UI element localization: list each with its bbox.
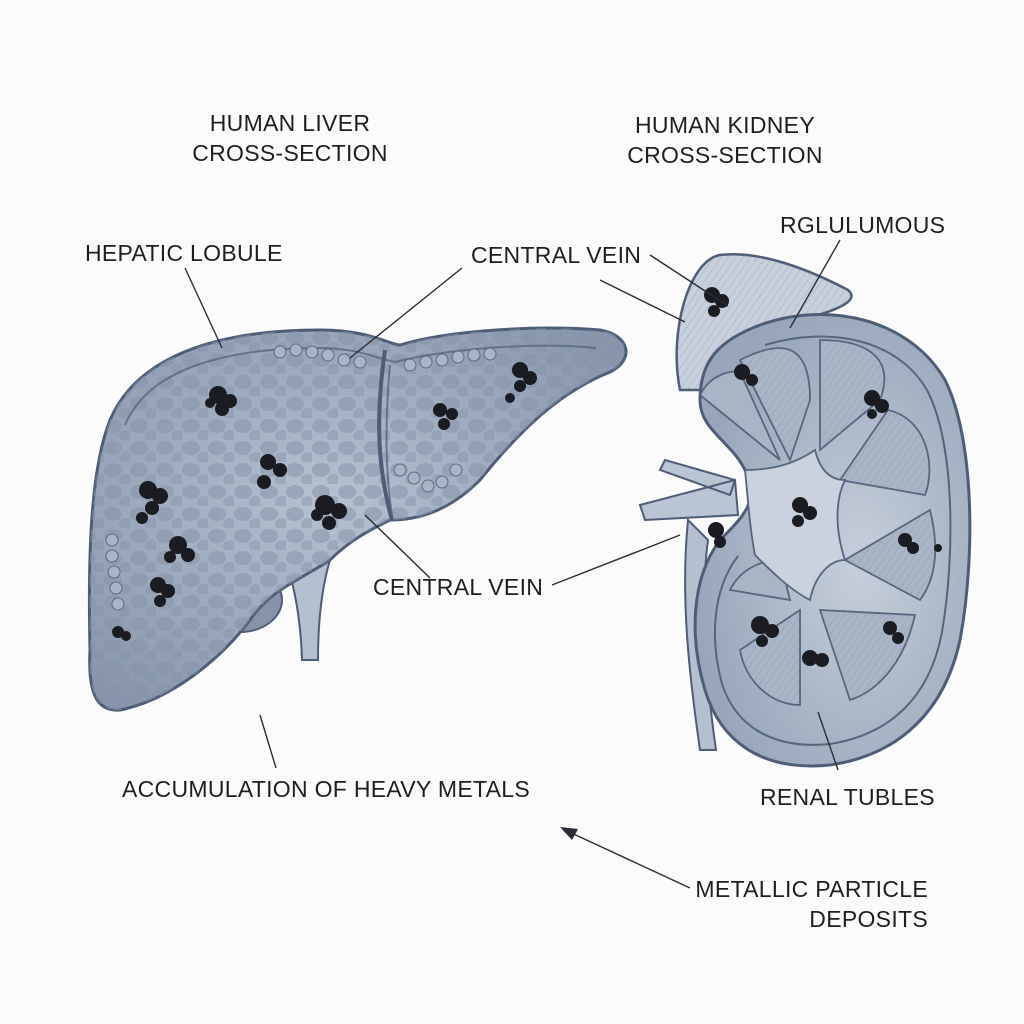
label-metallic-line2: DEPOSITS	[809, 906, 928, 932]
deposit	[205, 386, 237, 416]
leader-central-vein-top-kidney1	[649, 254, 729, 307]
kidney-title-line2: CROSS-SECTION	[627, 142, 823, 168]
liver-capsule-line	[124, 344, 597, 516]
edge-cells	[105, 343, 497, 611]
label-hepatic-lobule: HEPATIC LOBULE	[85, 240, 283, 266]
leader-lines	[184, 239, 841, 889]
deposit	[505, 393, 515, 403]
label-central-vein-top: CENTRAL VEIN	[471, 242, 642, 268]
label-renal-tubles: RENAL TUBLES	[760, 784, 935, 810]
deposit	[734, 364, 758, 386]
liver-cell-texture	[89, 328, 627, 711]
leader-central-vein-mid-liver	[364, 514, 431, 579]
deposit	[257, 454, 287, 489]
deposit	[864, 390, 889, 419]
leader-rglulumous	[789, 239, 841, 329]
leader-central-vein-top-kidney2	[599, 279, 686, 323]
deposit	[112, 626, 131, 641]
deposit	[751, 616, 779, 647]
leader-accumulation	[259, 714, 277, 769]
kidney-title: HUMAN KIDNEY CROSS-SECTION	[610, 110, 840, 170]
leader-central-vein-top	[349, 267, 463, 359]
liver-title: HUMAN LIVER CROSS-SECTION	[180, 108, 400, 168]
liver-title-line1: HUMAN LIVER	[209, 110, 371, 136]
deposit	[792, 497, 817, 527]
deposit	[708, 522, 726, 548]
liver-illustration	[87, 326, 628, 712]
label-central-vein-mid: CENTRAL VEIN	[373, 574, 544, 600]
lobe-divider	[377, 349, 394, 521]
hepatic-vessel	[283, 559, 332, 661]
liver-metal-deposits	[112, 362, 537, 641]
deposit	[934, 544, 942, 552]
label-accumulation: ACCUMULATION OF HEAVY METALS	[122, 776, 530, 802]
leader-hepatic-lobule	[184, 267, 223, 349]
deposit	[898, 533, 919, 554]
deposit	[150, 577, 175, 607]
deposit	[164, 536, 195, 563]
deposit	[433, 403, 458, 430]
deposit	[512, 362, 537, 392]
kidney-title-line1: HUMAN KIDNEY	[635, 112, 815, 138]
leader-central-vein-mid-kidney	[551, 534, 681, 586]
renal-vessels	[638, 458, 740, 522]
deposit	[883, 621, 904, 644]
kidney-cortex	[714, 335, 952, 746]
arrowhead	[560, 827, 578, 840]
label-rglulumous: RGLULUMOUS	[780, 212, 946, 238]
label-metallic-deposits: METALLIC PARTICLE DEPOSITS	[690, 874, 928, 934]
pyramid-striations	[740, 340, 936, 705]
deposit	[802, 650, 829, 667]
leader-renal-tubles	[817, 711, 839, 771]
deposit	[311, 495, 347, 530]
kidney-illustration	[638, 253, 972, 768]
liver-title-line2: CROSS-SECTION	[192, 140, 388, 166]
arrow-metallic-deposits	[564, 829, 691, 889]
label-metallic-line1: METALLIC PARTICLE	[695, 876, 928, 902]
deposit	[136, 481, 168, 524]
kidney-metal-deposits	[704, 287, 942, 667]
